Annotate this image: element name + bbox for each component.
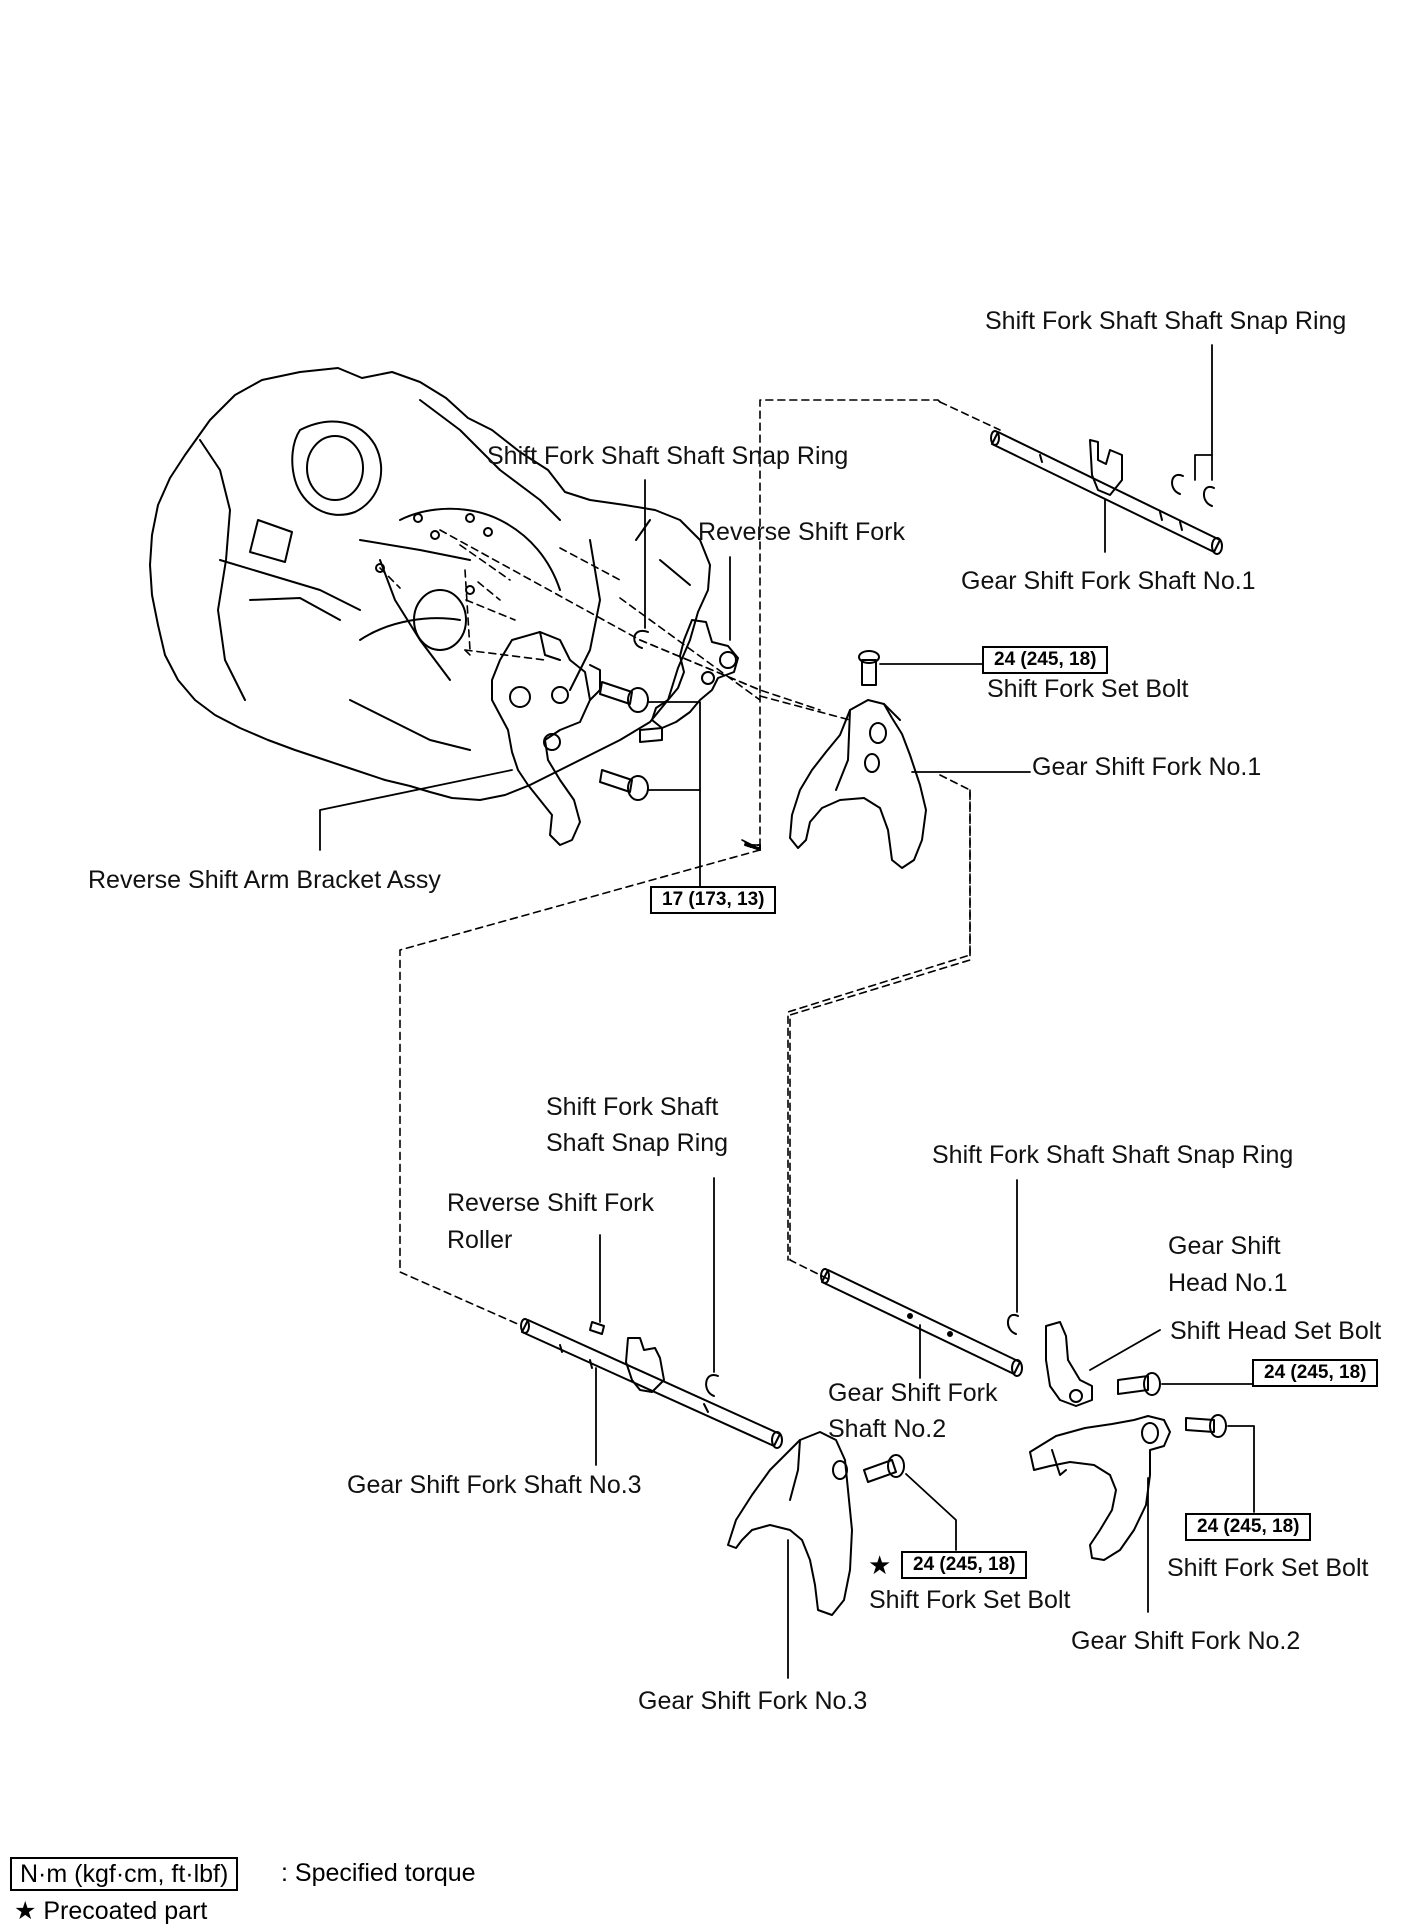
reverse-shift-arm-bracket — [491, 631, 601, 846]
precoat-star: ★ — [868, 1550, 892, 1580]
torque-fork-no3-bolt: 24 (245, 18) — [901, 1551, 1028, 1579]
bracket-bolts — [599, 681, 649, 801]
label-snap-ring-mid: Shift Fork Shaft Shaft Snap Ring — [487, 442, 849, 470]
gear-shift-fork-shaft-no3 — [520, 1318, 783, 1449]
gear-shift-fork-no1 — [789, 699, 927, 869]
torque-bracket-bolts: 17 (173, 13) — [650, 886, 777, 914]
label-shift-head-set-bolt: Shift Head Set Bolt — [1170, 1317, 1382, 1345]
gear-shift-fork-no3 — [727, 1431, 853, 1616]
head-set-bolt — [1117, 1372, 1161, 1396]
legend-torque-units: N·m (kgf·cm, ft·lbf) — [10, 1857, 239, 1891]
label-gear-shift-fork-no1: Gear Shift Fork No.1 — [1032, 753, 1262, 781]
label-reverse-shift-arm-bracket: Reverse Shift Arm Bracket Assy — [88, 866, 441, 894]
alignment-lines — [379, 399, 1001, 1326]
label-gear-shift-fork-shaft-no2-line2: Shaft No.2 — [828, 1415, 947, 1443]
torque-fork-no2-bolt: 24 (245, 18) — [1185, 1513, 1312, 1541]
fork-no1-set-bolt — [858, 650, 880, 686]
label-gear-shift-head-line2: Head No.1 — [1168, 1269, 1288, 1297]
gear-shift-fork-shaft-no1 — [990, 430, 1223, 555]
label-shift-fork-set-bolt-center: Shift Fork Set Bolt — [869, 1586, 1071, 1614]
torque-fork-no1-bolt: 24 (245, 18) — [982, 646, 1109, 674]
gear-shift-fork-shaft-no2 — [820, 1268, 1023, 1377]
label-reverse-roller-line2: Roller — [447, 1226, 513, 1254]
label-gear-shift-fork-no2: Gear Shift Fork No.2 — [1071, 1627, 1301, 1655]
torque-head-bolt: 24 (245, 18) — [1252, 1359, 1379, 1387]
legend-precoat: ★ Precoated part — [14, 1897, 208, 1925]
label-snap-ring-top: Shift Fork Shaft Shaft Snap Ring — [985, 307, 1347, 335]
label-shift-fork-set-bolt-right: Shift Fork Set Bolt — [1167, 1554, 1369, 1582]
snap-ring-lower-left — [705, 1373, 719, 1397]
label-reverse-roller-line1: Reverse Shift Fork — [447, 1189, 655, 1217]
label-shift-fork-set-bolt-top: Shift Fork Set Bolt — [987, 675, 1189, 703]
label-reverse-shift-fork: Reverse Shift Fork — [698, 518, 906, 546]
gear-shift-head-no1 — [1045, 1321, 1093, 1407]
reverse-shift-fork-roller — [589, 1321, 605, 1335]
gear-shift-fork-no2 — [1029, 1415, 1171, 1561]
label-gear-shift-fork-shaft-no3: Gear Shift Fork Shaft No.3 — [347, 1471, 642, 1499]
label-gear-shift-fork-no3: Gear Shift Fork No.3 — [638, 1687, 868, 1715]
fork-no3-set-bolt — [863, 1454, 905, 1483]
leader-lines — [319, 344, 1255, 1679]
label-gear-shift-fork-shaft-no1: Gear Shift Fork Shaft No.1 — [961, 567, 1256, 595]
label-gear-shift-head-line1: Gear Shift — [1168, 1232, 1281, 1260]
label-snap-ring-lower-left-line1: Shift Fork Shaft — [546, 1093, 719, 1121]
label-snap-ring-lower-left-line2: Shaft Snap Ring — [546, 1129, 729, 1157]
snap-rings-top — [1171, 473, 1215, 507]
label-snap-ring-lower-right: Shift Fork Shaft Shaft Snap Ring — [932, 1141, 1294, 1169]
reverse-shift-fork — [639, 619, 739, 743]
transaxle-case — [149, 367, 711, 801]
legend-torque-desc: : Specified torque — [281, 1859, 476, 1887]
snap-ring-lower-right — [1007, 1313, 1019, 1335]
fork-no2-set-bolt — [1185, 1414, 1227, 1438]
label-gear-shift-fork-shaft-no2-line1: Gear Shift Fork — [828, 1379, 998, 1407]
snap-ring-mid — [633, 629, 649, 649]
